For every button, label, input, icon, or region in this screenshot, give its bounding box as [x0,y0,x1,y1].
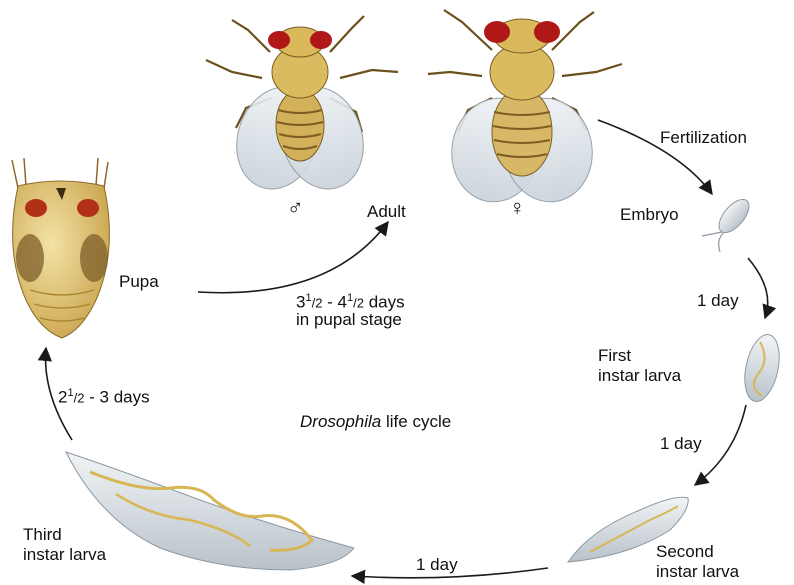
arrow-first-to-second-instar [695,405,746,485]
ps-den-b: /2 [353,296,364,311]
male-symbol: ♂ [287,198,304,218]
embryo-to-first-duration: 1 day [697,291,739,311]
arrow-pupa-to-adult [198,222,388,293]
second-to-third-duration: 1 day [416,555,458,575]
pupa-illustration [12,158,109,338]
fertilization-label: Fertilization [660,128,747,148]
third-instar-larva-illustration [66,452,354,570]
female-symbol: ♀ [509,198,526,218]
first-instar-larva-illustration [739,331,784,404]
tp-den: /2 [74,391,85,406]
first-instar-label-line2: instar larva [598,366,681,385]
third-instar-label-line2: instar larva [23,545,106,564]
second-instar-label-line1: Second [656,542,714,561]
adult-label: Adult [367,202,406,222]
ps-days: days [364,293,405,312]
arrow-embryo-to-first-instar [748,258,768,318]
first-instar-label: First instar larva [598,346,681,386]
embryo-label: Embryo [620,205,679,225]
pupa-label: Pupa [119,272,159,292]
ps-den-a: /2 [312,296,323,311]
female-fly-illustration [428,10,622,209]
diagram-title-italic: Drosophila [300,412,381,431]
diagram-title-rest: life cycle [381,412,451,431]
third-to-pupa-duration: 21/2 - 3 days [58,383,150,409]
first-instar-label-line1: First [598,346,631,365]
third-instar-label: Third instar larva [23,525,106,565]
diagram-title: Drosophila life cycle [300,412,451,432]
third-instar-label-line1: Third [23,525,62,544]
tp-rest: - 3 days [84,388,149,407]
second-instar-label-line2: instar larva [656,562,739,581]
embryo-illustration [702,194,755,252]
second-instar-label: Second instar larva [656,542,739,582]
ps-sep: - 4 [322,293,347,312]
male-fly-illustration [206,16,398,200]
pupal-stage-line2: in pupal stage [296,310,402,330]
first-to-second-duration: 1 day [660,434,702,454]
